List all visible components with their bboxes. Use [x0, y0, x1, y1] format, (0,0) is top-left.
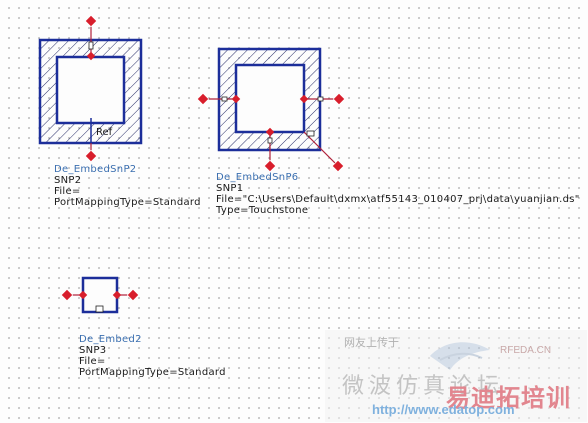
snp6-pin-ref[interactable]: [331, 159, 345, 173]
snp6-label-block: De_EmbedSnP6 SNP1 File="C:\Users\Default…: [216, 172, 580, 216]
snp6-param-file: File="C:\Users\Default\dxmx\atf55143_010…: [216, 194, 580, 205]
embed2-param-file: File=: [79, 356, 106, 367]
watermark-cn-title: 微波仿真论坛: [342, 374, 505, 399]
embed2-pin-left-inner[interactable]: [78, 290, 88, 300]
snp2-param-snp: SNP2: [54, 175, 82, 186]
snp2-param-file: File=: [54, 186, 81, 197]
snp6-param-snp: SNP1: [216, 183, 244, 194]
snp6-pin-right-inner[interactable]: [299, 94, 309, 104]
snp2-label-block: De_EmbedSnP2 SNP2 File= PortMappingType=…: [54, 164, 201, 208]
snp6-pin-left[interactable]: [196, 92, 210, 106]
watermark-brand: 易迪拓培训: [446, 384, 571, 412]
embed2-pin-left[interactable]: [60, 288, 74, 302]
snp6-component[interactable]: [196, 47, 346, 173]
snp6-pin-right[interactable]: [332, 92, 346, 106]
embed2-pin-right-inner[interactable]: [112, 290, 122, 300]
snp6-inner-body: [234, 63, 306, 134]
snp2-pin-top[interactable]: [84, 14, 98, 28]
snp6-pin-bottom[interactable]: [263, 159, 277, 173]
snp2-instance-name[interactable]: De_EmbedSnP2: [54, 164, 137, 175]
watermark-url: http://www.edatop.com: [372, 402, 515, 417]
watermark-site-small: RFEDA.CN: [500, 345, 552, 356]
snp2-component[interactable]: Ref: [38, 14, 143, 163]
snp6-param-type: Type=Touchstone: [216, 205, 309, 216]
embed2-pin-right[interactable]: [126, 288, 140, 302]
embed2-instance-name[interactable]: De_Embed2: [79, 334, 142, 345]
snp2-param-portmap: PortMappingType=Standard: [54, 197, 201, 208]
snp2-pin-bottom[interactable]: [84, 149, 98, 163]
snp2-inner-body: [55, 55, 126, 125]
watermark-logo: [325, 330, 587, 422]
snp2-pin-inner[interactable]: [86, 51, 96, 61]
snp6-instance-name[interactable]: De_EmbedSnP6: [216, 172, 299, 183]
snp6-pin-left-inner[interactable]: [231, 94, 241, 104]
snp6-pin-bottom-inner[interactable]: [265, 127, 275, 137]
snp2-ref-label: Ref: [96, 127, 113, 138]
embed2-label-block: De_Embed2 SNP3 File= PortMappingType=Sta…: [79, 334, 226, 378]
embed2-param-portmap: PortMappingType=Standard: [79, 367, 226, 378]
watermark-line1: 网友上传于: [344, 336, 399, 349]
embed2-param-snp: SNP3: [79, 345, 107, 356]
embed2-component[interactable]: [60, 276, 140, 314]
